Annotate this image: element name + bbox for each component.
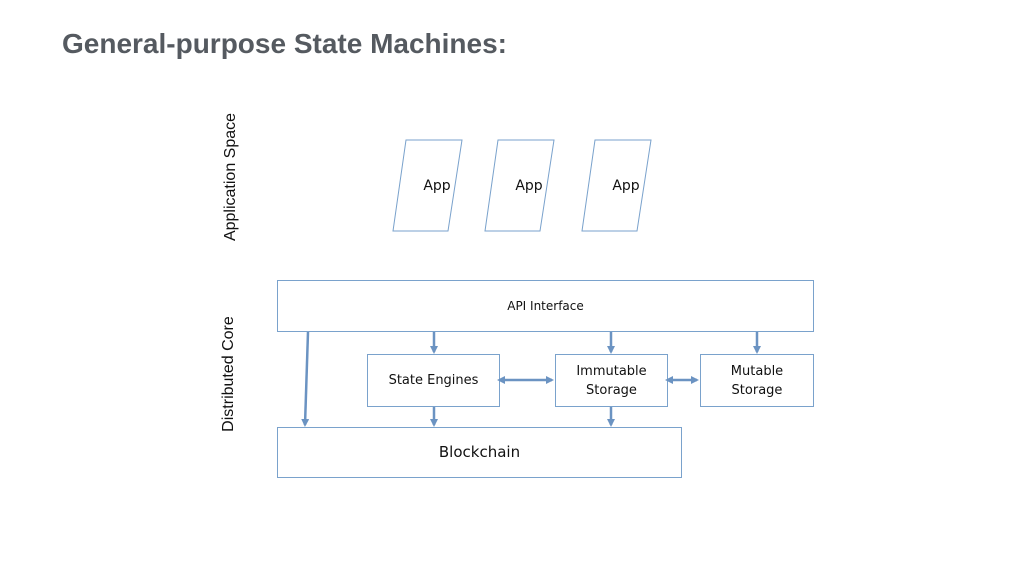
page-title: General-purpose State Machines: (62, 28, 508, 59)
api-interface-box: API Interface (277, 280, 814, 332)
arrow-api-to-blockchain (301, 331, 310, 427)
mutable-storage-box: Mutable Storage (700, 354, 814, 407)
app-label: App (515, 178, 543, 194)
state-engines-box: State Engines (367, 354, 500, 407)
immutable-storage-box: Immutable Storage (555, 354, 668, 407)
api-interface-label: API Interface (507, 298, 584, 313)
app-label: App (612, 178, 640, 194)
app-label: App (423, 178, 451, 194)
immutable-storage-label: Immutable Storage (576, 363, 647, 398)
blockchain-label: Blockchain (438, 443, 521, 461)
app-node-1: App (392, 139, 482, 233)
blockchain-box: Blockchain (277, 427, 682, 478)
app-node-2: App (484, 139, 574, 233)
app-node-3: App (581, 139, 671, 233)
state-engines-label: State Engines (388, 373, 479, 388)
mutable-storage-label: Mutable Storage (730, 363, 784, 398)
